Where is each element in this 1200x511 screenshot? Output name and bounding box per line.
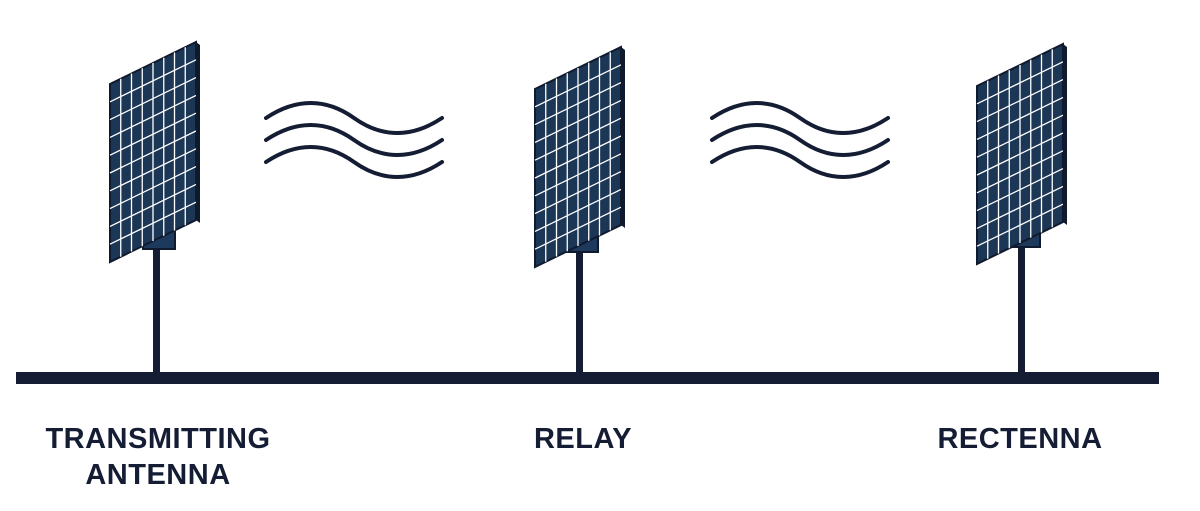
relay-label: RELAY <box>533 423 633 455</box>
rectenna-antenna <box>976 43 1068 376</box>
radio-wave-icon <box>710 101 890 179</box>
relay-antenna <box>534 46 626 376</box>
transmitting-antenna-label: TRANSMITTING ANTENNA <box>45 423 271 491</box>
antenna-pole <box>153 230 160 376</box>
antenna-pole <box>1018 230 1025 376</box>
rectenna-label: RECTENNA <box>937 423 1103 455</box>
solar-panel-icon <box>109 41 201 263</box>
solar-panel-icon <box>976 43 1068 265</box>
radio-wave-icon <box>264 101 444 179</box>
transmitting-antenna <box>109 41 201 376</box>
antenna-pole <box>576 235 583 376</box>
solar-panel-icon <box>534 46 626 268</box>
ground-line <box>16 372 1159 384</box>
